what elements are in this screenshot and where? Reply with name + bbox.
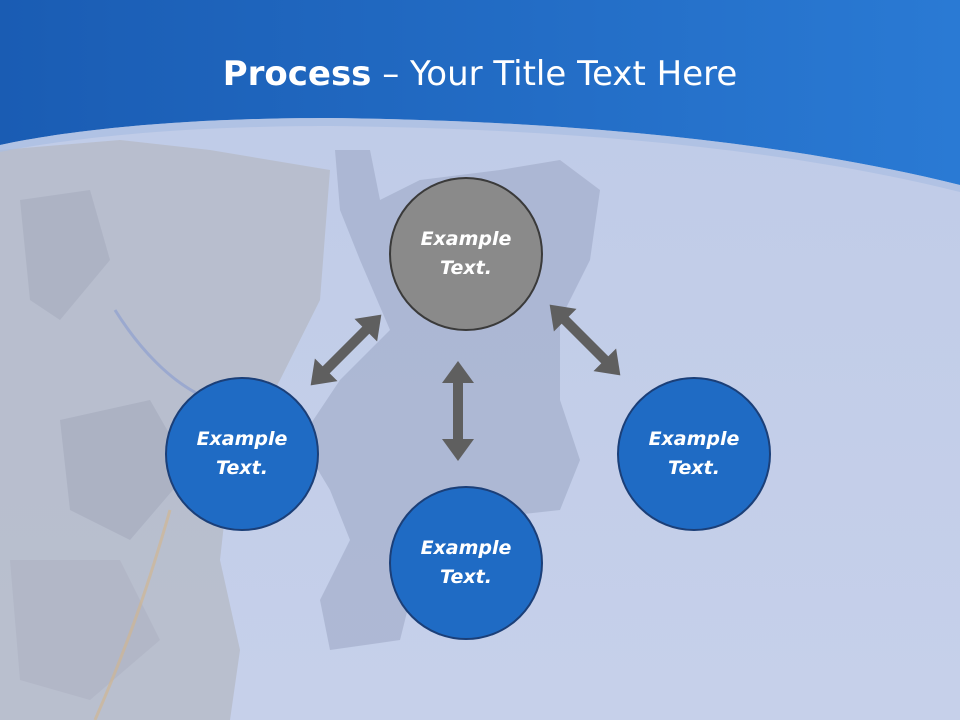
node-right: Example Text. <box>617 377 771 531</box>
header-band <box>0 0 960 185</box>
node-left-label: Example Text. <box>196 428 288 479</box>
slide-title: Process – Your Title Text Here <box>0 52 960 96</box>
node-left: Example Text. <box>165 377 319 531</box>
node-center-label: Example Text. <box>420 228 512 279</box>
node-right-label: Example Text. <box>648 428 740 479</box>
node-bottom: Example Text. <box>389 486 543 640</box>
node-bottom-label: Example Text. <box>420 537 512 588</box>
node-center: Example Text. <box>389 177 543 331</box>
title-rest: – Your Title Text Here <box>371 54 738 94</box>
title-bold: Process <box>222 54 372 94</box>
